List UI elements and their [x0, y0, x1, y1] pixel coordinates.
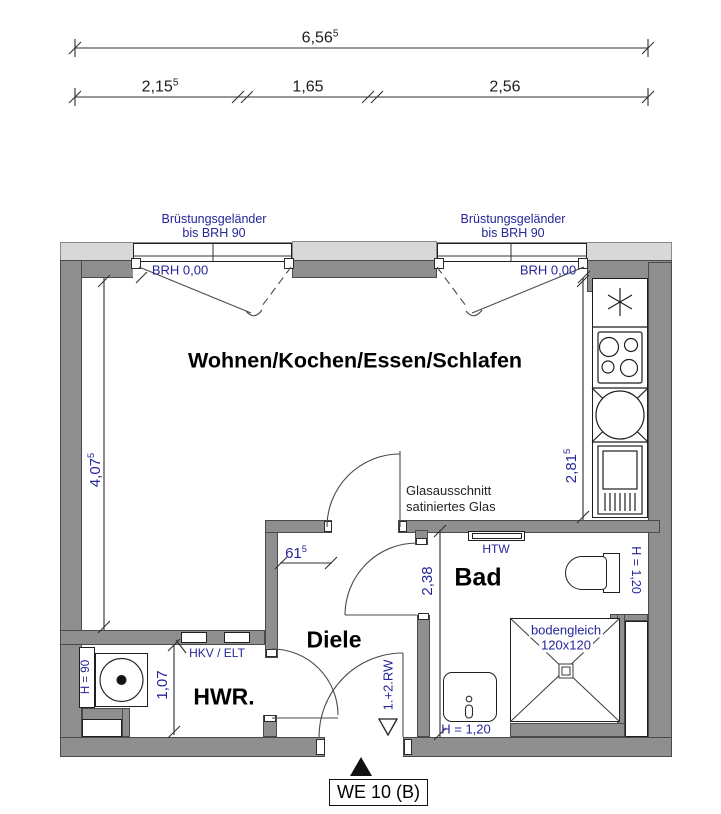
entry-wall-cap-right [404, 739, 412, 755]
dim-seg-left-value: 2,15 [141, 78, 173, 96]
entrance-triangle-marker [350, 757, 372, 776]
brh-label-right: BRH 0,00 [519, 262, 577, 278]
appliance-icon [597, 445, 643, 515]
window-right-jamb-1 [284, 258, 294, 269]
hkv-cabinet-1 [181, 632, 207, 643]
window-left-jamb-1 [131, 258, 141, 269]
hkv-label: HKV / ELT [189, 646, 245, 660]
dim-utility: 1,07 [153, 670, 171, 699]
bath-top-wall [398, 520, 660, 533]
hall-wall-bottom-cap [266, 649, 277, 657]
dim-total-value: 6,56 [301, 29, 333, 47]
window-left-jamb-2 [434, 258, 444, 269]
room-label-hall: Diele [306, 626, 362, 653]
dim-living-height: 4,075 [86, 453, 104, 487]
living-door-arc [326, 453, 401, 528]
room-label-bath: Bad [454, 563, 502, 592]
dimension-lines [68, 39, 655, 741]
dim-kitchen: 2,815 [562, 449, 580, 483]
shower-back-strip [510, 723, 625, 737]
dim-seg-left: 2,155 [142, 77, 179, 96]
entry-door-arc [318, 652, 404, 738]
hkv-cabinet-2 [224, 632, 250, 643]
dim-total-sup: 5 [332, 28, 339, 40]
dim-door-sup: 5 [301, 544, 307, 554]
dim-utility-value: 1,07 [154, 670, 171, 700]
shower-label-line2: 120x120 [539, 637, 593, 652]
window-2 [437, 243, 587, 262]
utility-shaft [82, 719, 122, 737]
dim-living-height-value: 4,07 [87, 457, 104, 488]
bottom-wall-right [403, 737, 672, 757]
h120-wall-label: H = 1,20 [629, 546, 643, 594]
dim-bath-value: 2,38 [419, 566, 436, 596]
dim-seg-right-value: 2,56 [489, 78, 521, 96]
shower-label-line1: bodengleich [528, 622, 604, 638]
dim-door: 615 [285, 544, 307, 562]
living-hall-wall-cap [324, 521, 332, 532]
glass-note-line2: satiniertes Glas [406, 498, 496, 514]
faucet-icon [464, 695, 474, 719]
dim-seg-mid: 1,65 [292, 77, 323, 96]
center-pier [292, 260, 437, 278]
window-opening-right [437, 259, 587, 279]
towel-radiator [468, 531, 525, 541]
escape-route-label: 1.+2.RW [380, 659, 396, 711]
railing-right-line1: Brüstungsgeländer [460, 212, 566, 226]
bath-duct-top [610, 614, 648, 621]
railing-label-left: Brüstungsgeländer bis BRH 90 [162, 212, 267, 240]
brh-label-left: BRH 0,00 [151, 262, 209, 278]
boiler-star-icon [607, 288, 633, 316]
kitchen-sink-icon [591, 387, 649, 443]
railing-right-line2: bis BRH 90 [481, 226, 545, 240]
dim-kitchen-value: 2,81 [563, 453, 580, 484]
glass-note-line1: Glasausschnitt [406, 483, 492, 498]
dim-door-value: 61 [285, 545, 302, 562]
utility-top-wall [60, 630, 265, 645]
window-right-jamb-2 [578, 258, 588, 269]
toilet-bowl [565, 556, 607, 590]
towel-radiator-inner [472, 533, 522, 539]
bath-stub-cap [416, 538, 427, 545]
utility-door-arc [271, 648, 339, 716]
room-label-utility: HWR. [193, 683, 255, 710]
door-symbols [271, 451, 418, 738]
dim-living-height-sup: 5 [86, 452, 96, 458]
room-label-living: Wohnen/Kochen/Essen/Schlafen [187, 348, 523, 373]
cooktop-icon [597, 331, 643, 384]
bath-lower-wall-cap [418, 613, 429, 620]
bath-shaft [625, 621, 648, 737]
right-wall [648, 262, 672, 757]
unit-label-box: WE 10 (B) [329, 779, 428, 806]
dim-bath: 2,38 [418, 566, 436, 595]
dim-total: 6,565 [302, 28, 339, 47]
window-frames [133, 243, 587, 262]
dim-seg-left-sup: 5 [172, 77, 179, 89]
utility-shelf-h90 [79, 647, 95, 708]
escape-route-arrow-icon [377, 718, 399, 737]
h90-label: H = 90 [80, 659, 92, 695]
dim-kitchen-sup: 5 [562, 448, 572, 454]
washing-machine-drum-icon [99, 657, 144, 703]
dim-seg-right: 2,56 [489, 77, 520, 96]
shower-label: bodengleich 120x120 [528, 622, 604, 652]
window-swing-symbols [138, 266, 585, 317]
railing-left-line1: Brüstungsgeländer [161, 212, 267, 226]
railing-label-right: Brüstungsgeländer bis BRH 90 [461, 212, 566, 240]
h120-floor-label: H = 1,20 [441, 721, 491, 737]
dim-seg-mid-value: 1,65 [292, 78, 324, 96]
unit-label: WE 10 (B) [336, 782, 420, 802]
utility-niche-side [122, 708, 130, 737]
window-opening-left [133, 259, 292, 279]
entry-wall-cap-left [316, 739, 325, 755]
bath-door-arc [344, 542, 418, 616]
kitchen-fixtures [591, 288, 649, 515]
railing-left-line2: bis BRH 90 [182, 226, 246, 240]
glass-note: Glasausschnitt satiniertes Glas [406, 483, 496, 514]
towel-radiator-label: HTW [482, 542, 510, 556]
